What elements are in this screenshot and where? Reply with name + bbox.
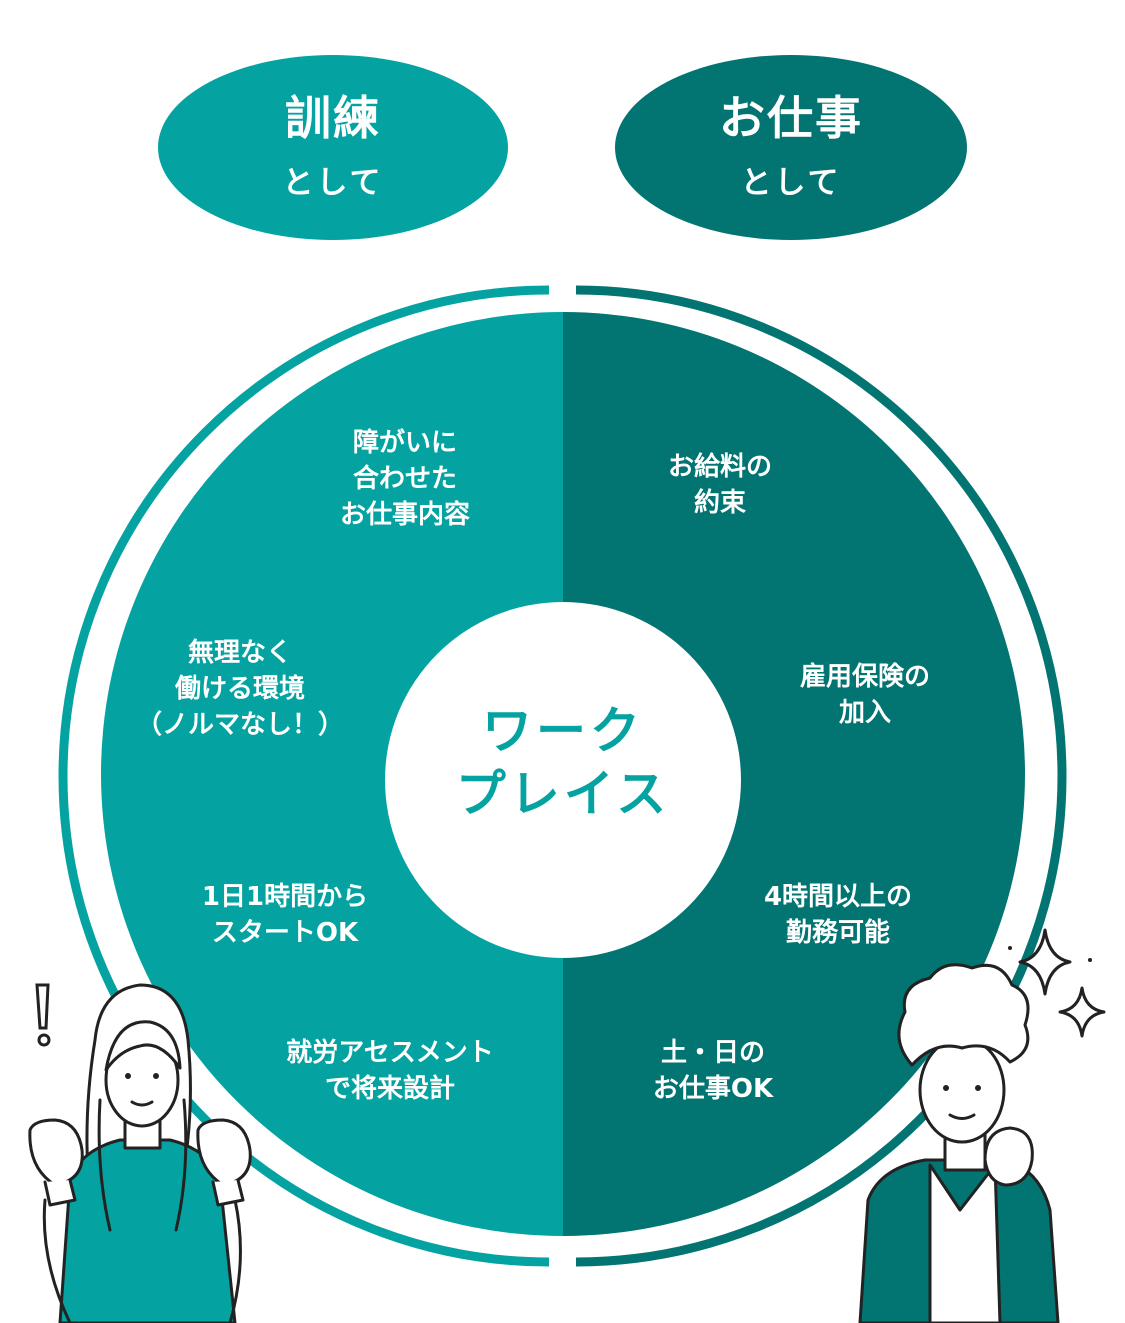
left-item-3: 1日1時間から スタートOK xyxy=(201,882,369,948)
center-circle xyxy=(385,602,741,958)
left-item-2: 無理なく 働ける環境 （ノルマなし！） xyxy=(130,636,350,744)
outer-ring-right xyxy=(575,285,1067,1267)
right-item-4: 土・日の お仕事OK xyxy=(652,1038,774,1104)
training-title: 訓練 xyxy=(285,90,381,145)
right-item-1: お給料の 約束 xyxy=(667,452,772,518)
job-oval: お仕事 として xyxy=(615,55,967,240)
right-item-3: 4時間以上の 勤務可能 xyxy=(763,882,913,948)
right-item-2: 雇用保険の 加入 xyxy=(799,662,930,728)
center-title: ワーク プレイス xyxy=(393,700,733,825)
job-subtitle: として xyxy=(740,165,842,202)
woman-illustration xyxy=(28,983,252,1323)
left-item-2-note: （ノルマなし！） xyxy=(135,709,344,740)
outer-ring-left xyxy=(58,285,550,1267)
man-illustration xyxy=(858,963,1060,1323)
training-subtitle: として xyxy=(282,165,384,202)
center-title-line2: プレイス xyxy=(455,764,671,823)
training-oval: 訓練 として xyxy=(158,55,508,240)
sparkle-icon xyxy=(1008,928,1106,1038)
training-half-disc xyxy=(101,312,563,1236)
exclamation-icon xyxy=(35,983,51,1047)
center-title-line1: ワーク xyxy=(482,702,644,760)
job-title: お仕事 xyxy=(719,90,863,145)
left-item-1: 障がいに 合わせた お仕事内容 xyxy=(339,428,470,530)
left-item-4: 就労アセスメント で将来設計 xyxy=(286,1038,494,1104)
